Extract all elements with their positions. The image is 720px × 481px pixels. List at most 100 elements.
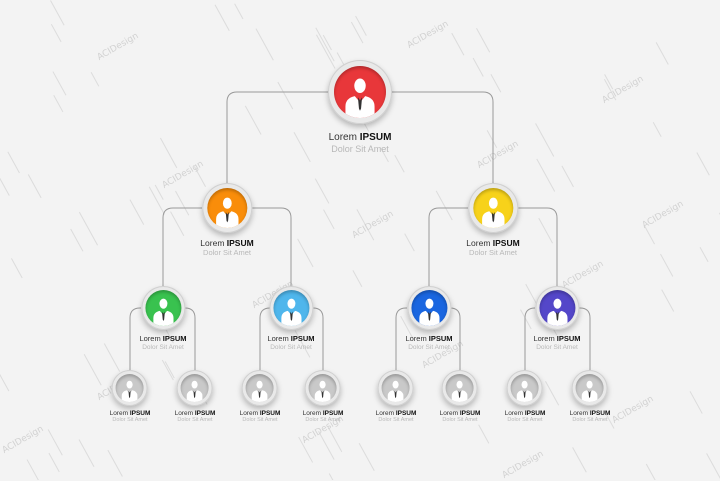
node-subtitle: Dolor Sit Amet <box>242 417 278 424</box>
person-icon <box>418 298 440 326</box>
background-stroke <box>660 253 674 277</box>
connector-line <box>162 207 202 286</box>
node-name-regular: Lorem <box>375 410 395 417</box>
background-stroke <box>170 211 185 236</box>
node-name: Lorem IPSUM <box>405 334 453 344</box>
background-stroke <box>478 424 490 444</box>
background-stroke <box>315 27 335 62</box>
background-stroke <box>53 95 64 113</box>
background-stroke <box>380 147 389 163</box>
background-stroke <box>244 105 262 135</box>
node-name-regular: Lorem <box>200 238 225 248</box>
node-name-bold: IPSUM <box>428 334 453 343</box>
background-stroke <box>297 238 314 268</box>
background-stroke <box>327 425 343 453</box>
node-name-bold: IPSUM <box>524 410 546 417</box>
node-name: Lorem IPSUM <box>200 238 254 249</box>
background-stroke <box>78 211 99 246</box>
node-subtitle: Dolor Sit Amet <box>203 247 251 257</box>
avatar <box>572 370 608 406</box>
background-stroke <box>148 186 165 215</box>
background-stroke <box>277 81 294 110</box>
background-stroke <box>214 4 230 31</box>
background-stroke <box>293 131 311 163</box>
node-name-regular: Lorem <box>267 334 289 343</box>
background-stroke <box>604 411 615 429</box>
avatar <box>242 370 278 406</box>
background-stroke <box>535 123 555 157</box>
background-stroke <box>328 473 334 480</box>
node-name-bold: IPSUM <box>226 238 254 248</box>
node-subtitle: Dolor Sit Amet <box>536 343 578 351</box>
avatar <box>112 370 148 406</box>
node-subtitle: Dolor Sit Amet <box>305 417 341 424</box>
background-stroke <box>350 21 364 44</box>
background-stroke <box>689 391 703 414</box>
background-stroke <box>10 258 23 279</box>
avatar <box>507 370 543 406</box>
node-name-bold: IPSUM <box>492 238 520 248</box>
background-stroke <box>358 442 375 472</box>
background-stroke <box>706 453 720 479</box>
node-name-regular: Lorem <box>139 334 161 343</box>
person-icon <box>252 380 268 402</box>
node-name: Lorem IPSUM <box>376 410 417 417</box>
node-name: Lorem IPSUM <box>505 410 546 417</box>
background-stroke <box>699 246 709 263</box>
node-subtitle: Dolor Sit Amet <box>112 417 148 424</box>
node-name: Lorem IPSUM <box>175 410 216 417</box>
connector-line <box>392 91 494 183</box>
node-subtitle: Dolor Sit Amet <box>469 247 517 257</box>
background-stroke <box>48 452 60 473</box>
background-stroke <box>103 343 121 372</box>
background-stroke <box>661 289 675 312</box>
connector-line <box>312 307 324 370</box>
person-icon <box>517 380 533 402</box>
node-name-regular: Lorem <box>239 410 259 417</box>
background-stroke <box>107 449 123 477</box>
background-stroke <box>318 430 335 460</box>
avatar <box>328 60 392 124</box>
person-icon <box>481 197 505 228</box>
node-name-regular: Lorem <box>466 238 491 248</box>
background-stroke <box>451 32 465 56</box>
background-stroke <box>129 199 145 225</box>
background-stroke <box>643 225 655 245</box>
connector-line <box>579 307 591 370</box>
person-icon <box>582 380 598 402</box>
background-stroke <box>70 228 84 252</box>
background-stroke <box>314 178 330 204</box>
node-name-regular: Lorem <box>504 410 524 417</box>
background-stroke <box>298 436 314 463</box>
background-stroke <box>154 184 164 200</box>
avatar <box>305 370 341 406</box>
node-name: Lorem IPSUM <box>533 334 580 344</box>
avatar <box>177 370 213 406</box>
background-stroke <box>78 439 95 467</box>
connector-line <box>428 207 468 286</box>
background-stroke <box>476 28 491 53</box>
connector-line <box>252 207 292 286</box>
node-name: Lorem IPSUM <box>303 410 344 417</box>
background-stroke <box>7 151 20 174</box>
connector-line <box>129 307 141 370</box>
node-name-bold: IPSUM <box>162 334 187 343</box>
background-stroke <box>696 152 710 176</box>
background-stroke <box>655 42 669 65</box>
connector-line <box>395 307 407 370</box>
background-stroke <box>27 174 42 199</box>
background-stroke <box>604 74 614 90</box>
background-stroke <box>90 72 100 87</box>
node-name: Lorem IPSUM <box>267 334 314 344</box>
node-name-regular: Lorem <box>109 410 129 417</box>
background-stroke <box>472 57 484 77</box>
